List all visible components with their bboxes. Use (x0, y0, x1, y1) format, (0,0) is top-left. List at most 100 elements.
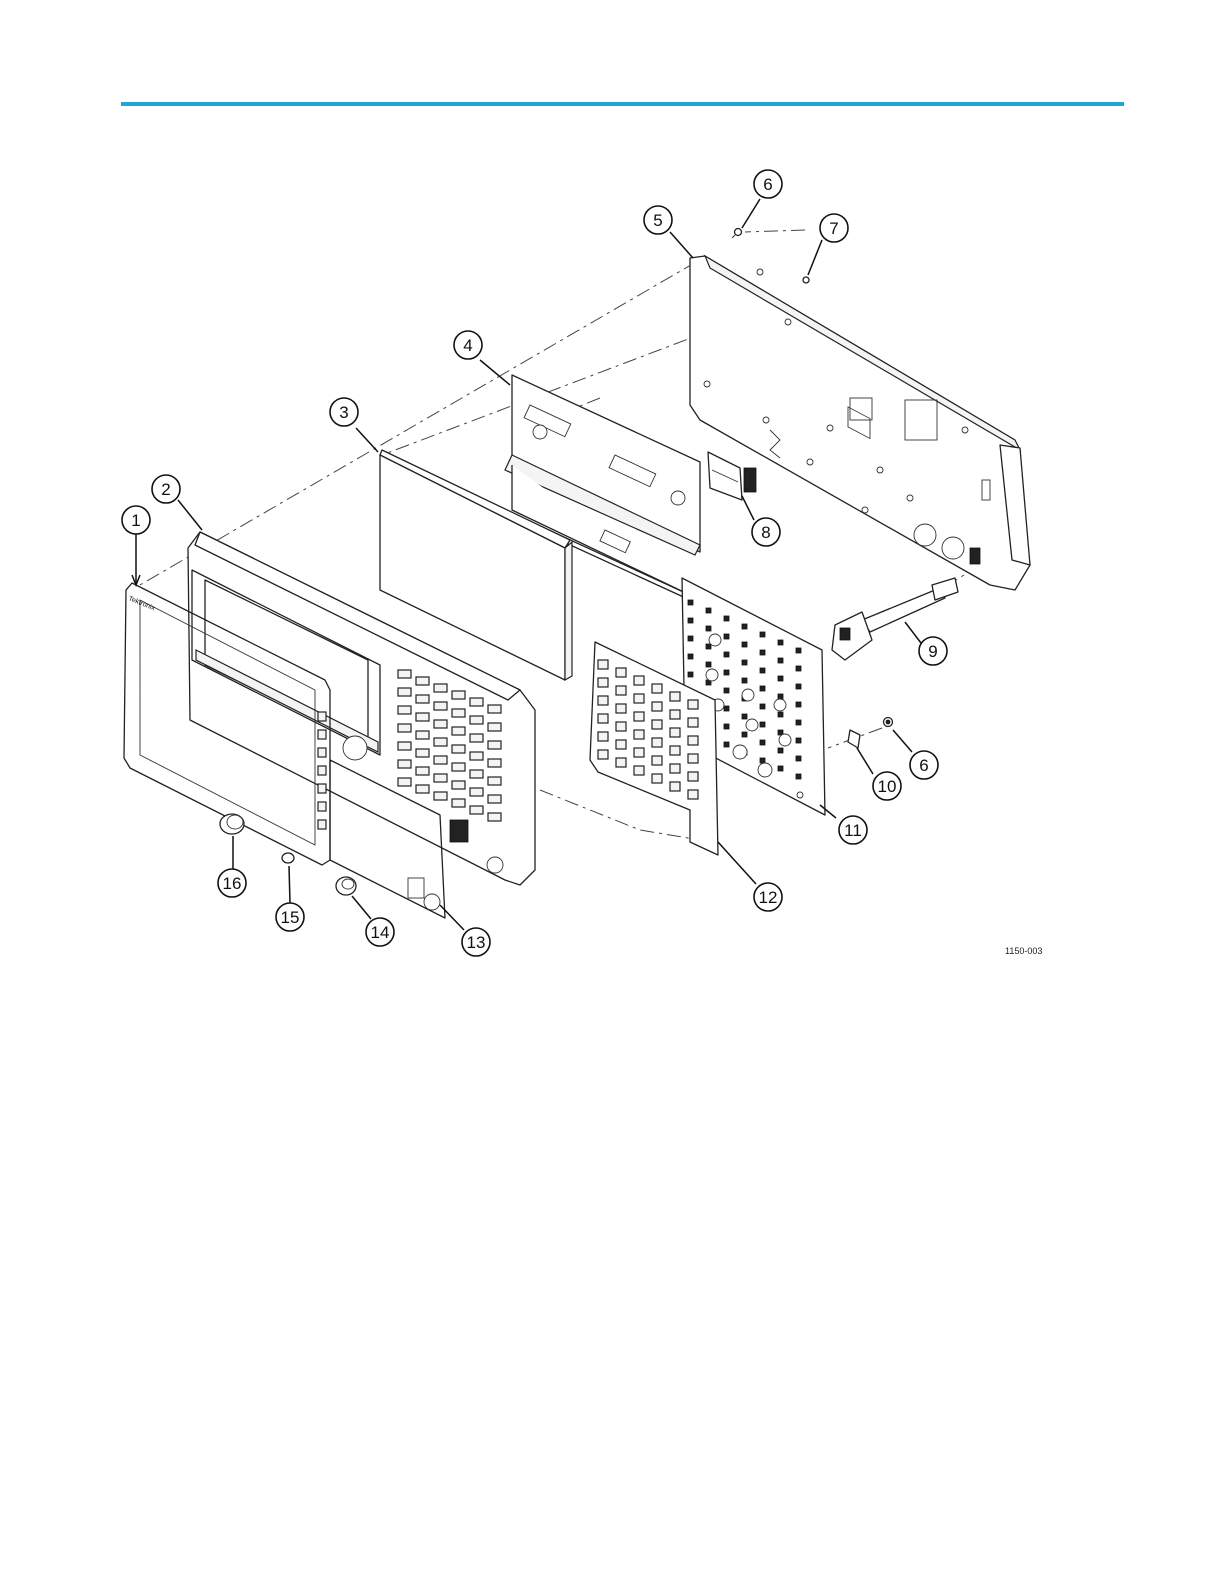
component (724, 670, 729, 675)
component (706, 626, 711, 631)
screw-clip (884, 718, 893, 727)
component (778, 640, 783, 645)
component (742, 678, 747, 683)
callout: 8 (752, 518, 780, 546)
component (634, 694, 644, 703)
component (488, 813, 501, 821)
callout-label: 3 (339, 403, 348, 422)
component (598, 696, 608, 705)
component (652, 774, 662, 783)
component (470, 734, 483, 742)
component (416, 731, 429, 739)
component (652, 738, 662, 747)
component (470, 770, 483, 778)
component (318, 802, 326, 811)
component (616, 704, 626, 713)
component (470, 788, 483, 796)
component (452, 691, 465, 699)
component (652, 684, 662, 693)
callout-label: 10 (878, 777, 897, 796)
component (452, 727, 465, 735)
component (724, 724, 729, 729)
component (434, 756, 447, 764)
component (318, 784, 326, 793)
component (416, 713, 429, 721)
component (616, 686, 626, 695)
component (688, 718, 698, 727)
component (796, 648, 801, 653)
screw-rear (803, 277, 809, 283)
component (688, 700, 698, 709)
callout-label: 16 (223, 874, 242, 893)
callout: 4 (454, 331, 482, 359)
component (318, 748, 326, 757)
callout-label: 4 (463, 336, 472, 355)
component (670, 782, 680, 791)
callout: 13 (462, 928, 490, 956)
component (434, 684, 447, 692)
component (318, 820, 326, 829)
component (634, 676, 644, 685)
component (706, 608, 711, 613)
component (760, 632, 765, 637)
component (318, 766, 326, 775)
component (318, 730, 326, 739)
rear-chassis-plate (690, 256, 1030, 590)
component (652, 720, 662, 729)
ground-clip (848, 730, 860, 748)
component (470, 752, 483, 760)
component (760, 704, 765, 709)
component (488, 777, 501, 785)
component (688, 772, 698, 781)
component (760, 686, 765, 691)
component (778, 676, 783, 681)
component (434, 774, 447, 782)
component (688, 636, 693, 641)
component (778, 658, 783, 663)
callout: 9 (919, 637, 947, 665)
component (778, 694, 783, 699)
component (796, 756, 801, 761)
callout-label: 14 (371, 923, 390, 942)
knob-large (220, 814, 244, 834)
component (616, 722, 626, 731)
callout-label: 2 (161, 480, 170, 499)
component (488, 705, 501, 713)
callout: 7 (820, 214, 848, 242)
component (760, 650, 765, 655)
component (398, 670, 411, 678)
callout-label: 9 (928, 642, 937, 661)
callout: 15 (276, 903, 304, 931)
callout-label: 5 (653, 211, 662, 230)
component (488, 723, 501, 731)
component (434, 720, 447, 728)
component (398, 760, 411, 768)
component (688, 754, 698, 763)
component (670, 710, 680, 719)
component (598, 678, 608, 687)
component (670, 728, 680, 737)
component (688, 672, 693, 677)
component (398, 688, 411, 696)
component (452, 763, 465, 771)
component (398, 778, 411, 786)
figure-id-label: 1150-003 (1005, 946, 1042, 956)
callout-label: 6 (919, 756, 928, 775)
component (398, 742, 411, 750)
component (724, 634, 729, 639)
callout-label: 7 (829, 219, 838, 238)
component (688, 736, 698, 745)
callout-label: 6 (763, 175, 772, 194)
callout: 16 (218, 869, 246, 897)
component (416, 767, 429, 775)
callout: 3 (330, 398, 358, 426)
component (634, 766, 644, 775)
component (688, 790, 698, 799)
component (434, 738, 447, 746)
callout: 6 (754, 170, 782, 198)
callout-label: 11 (844, 821, 862, 840)
callout-label: 8 (761, 523, 770, 542)
component (706, 644, 711, 649)
callout-label: 12 (759, 888, 778, 907)
